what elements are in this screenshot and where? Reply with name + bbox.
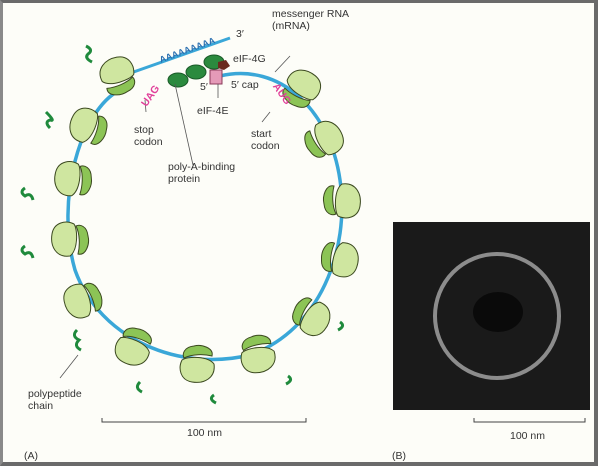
label-eif4g: eIF-4G	[233, 53, 266, 65]
label-five-prime-cap: 5′ cap	[231, 79, 259, 91]
scale-bar-a-label: 100 nm	[187, 427, 223, 439]
label-eif4e: eIF-4E	[197, 105, 229, 117]
label-stop-codon: stop codon	[134, 124, 163, 148]
label-polypeptide-chain: polypeptide chain	[28, 388, 82, 412]
label-five-prime: 5′	[200, 81, 208, 93]
label-messenger-rna: messenger RNA (mRNA)	[272, 8, 350, 32]
label-poly-a-binding-protein: poly-A-binding protein	[168, 161, 236, 185]
label-start-codon: start codon	[251, 128, 280, 152]
panel-a-label: (A)	[24, 450, 38, 462]
eif4e-shape	[209, 69, 223, 85]
label-three-prime: 3′	[236, 28, 244, 40]
polypeptide-chains	[20, 44, 345, 405]
ribosome-group	[51, 52, 362, 383]
micrograph-panel-b	[393, 222, 590, 410]
panel-b-label: (B)	[392, 450, 406, 462]
eif4g-shape	[218, 60, 230, 70]
scale-bar-b-label: 100 nm	[510, 430, 546, 442]
